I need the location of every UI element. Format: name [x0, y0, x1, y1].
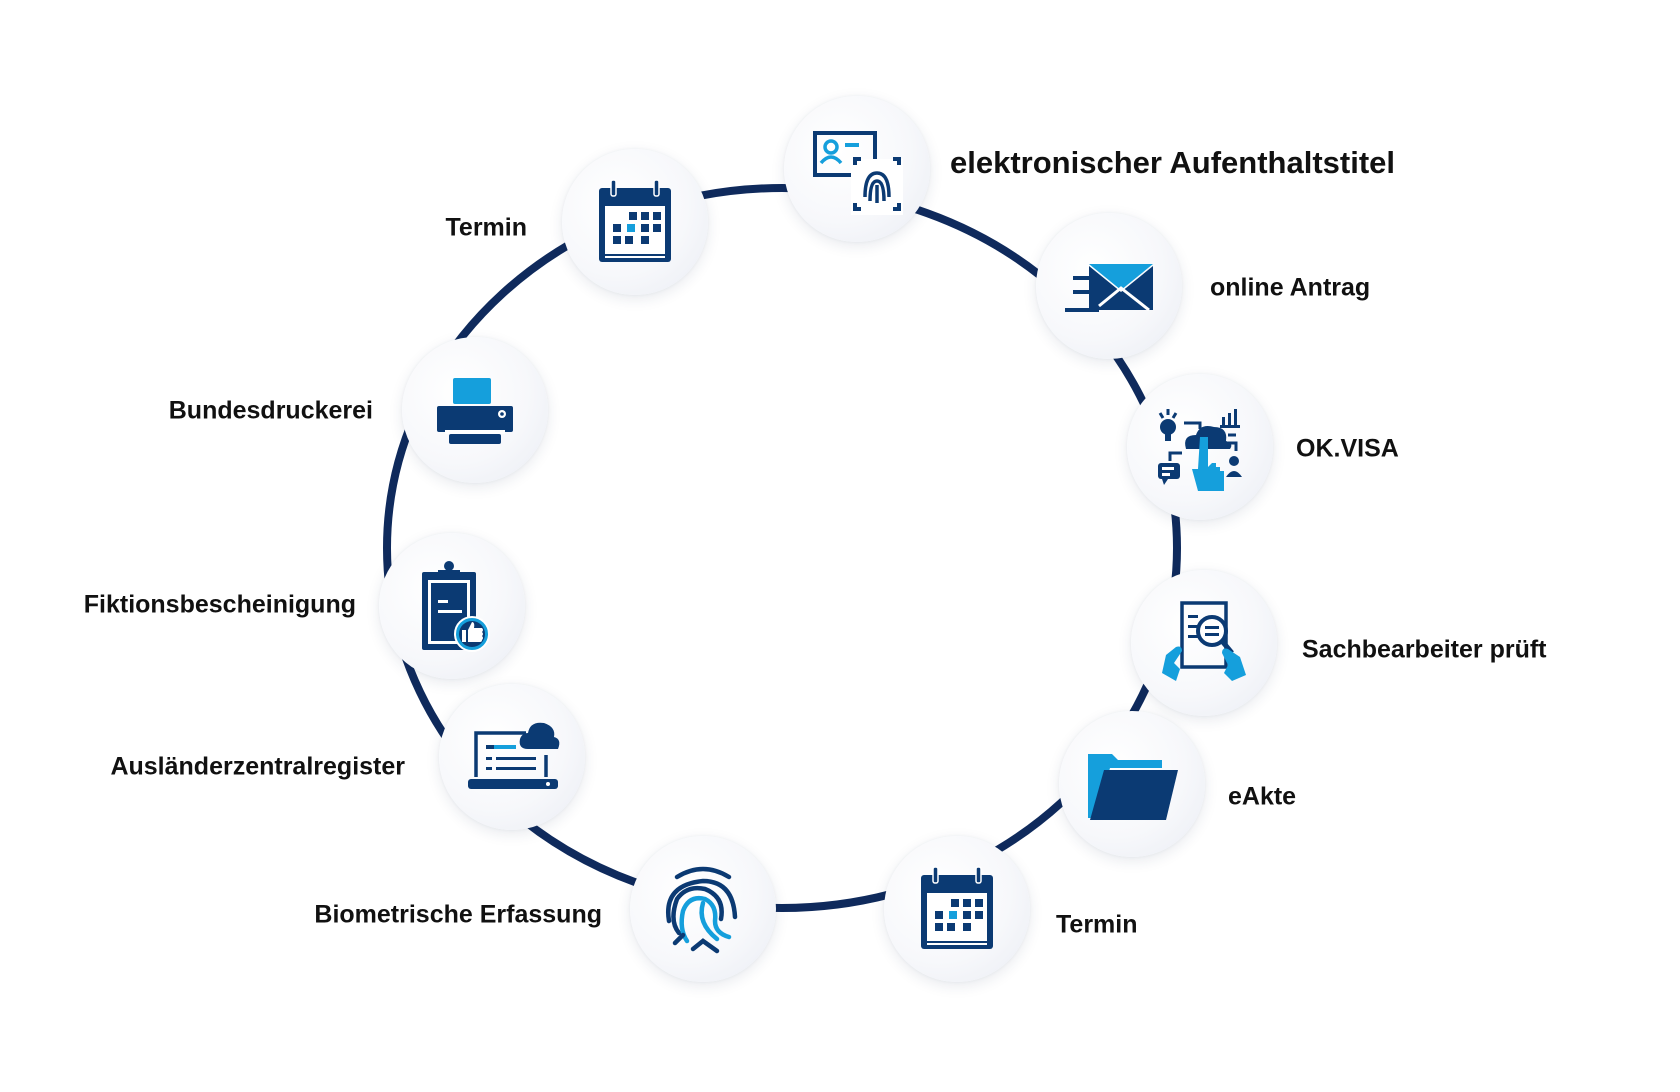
envelope-icon [1065, 264, 1153, 312]
step-eat-label: elektronischer Aufenthaltstitel [950, 145, 1396, 180]
step-eakte-node [1059, 711, 1205, 857]
step-online-antrag-label: online Antrag [1210, 273, 1371, 302]
step-termin-2-node [884, 836, 1030, 982]
calendar-icon [599, 179, 671, 262]
step-eakte-label: eAkte [1228, 782, 1297, 811]
clipboard-thumbs-up-icon [422, 561, 490, 652]
step-online-antrag-node [1036, 213, 1182, 359]
step-sachbearbeiter-label: Sachbearbeiter prüft [1302, 635, 1547, 664]
step-bundesdruckerei-label: Bundesdruckerei [168, 396, 373, 425]
step-fiktion-label: Fiktionsbescheinigung [83, 590, 356, 619]
step-termin-2-label: Termin [1056, 910, 1138, 939]
printer-icon [437, 378, 513, 444]
fingerprint-icon [665, 866, 738, 954]
id-card-fingerprint-icon [813, 131, 903, 215]
step-okvisa-label: OK.VISA [1296, 434, 1399, 463]
step-sachbearbeiter-node [1131, 570, 1277, 716]
step-azr-node [439, 684, 585, 830]
step-okvisa-node [1127, 374, 1273, 520]
step-termin-1-label: Termin [445, 213, 528, 242]
step-azr-label: Ausländerzentralregister [110, 752, 405, 781]
step-eat-node [784, 96, 930, 242]
step-biometrie-node [630, 836, 776, 982]
calendar-icon [921, 866, 993, 949]
step-biometrie-label: Biometrische Erfassung [314, 900, 602, 929]
step-fiktion-node [379, 533, 525, 679]
cloud-touch-icon [1158, 409, 1242, 491]
step-termin-1-node [562, 149, 708, 295]
laptop-cloud-icon [468, 722, 560, 789]
document-inspect-icon [1162, 601, 1246, 681]
step-bundesdruckerei-node [402, 337, 548, 483]
folder-icon [1088, 754, 1178, 820]
